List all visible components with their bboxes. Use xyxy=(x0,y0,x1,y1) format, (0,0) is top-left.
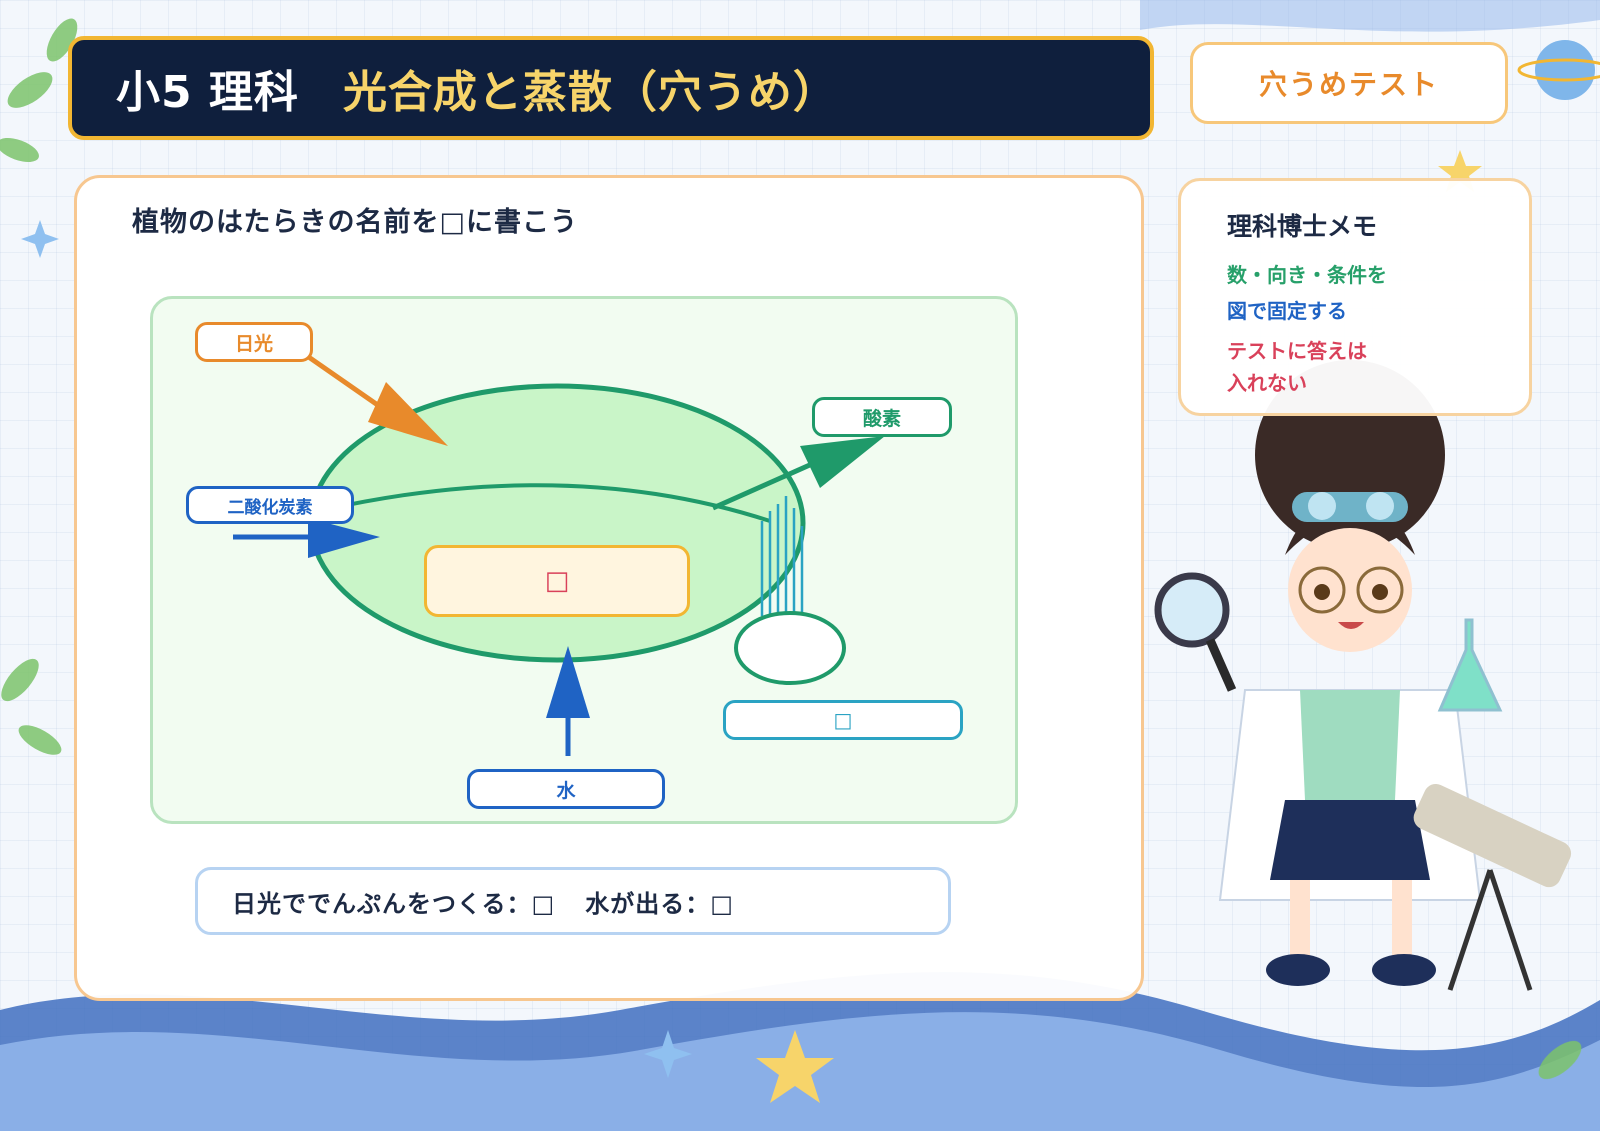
transpiration-streaks xyxy=(760,496,804,616)
sunlight-arrow xyxy=(298,348,448,446)
memo-card: 理科博士メモ 数・向き・条件を 図で固定する テストに答えは 入れない xyxy=(1178,178,1532,416)
scientist-character xyxy=(1154,360,1503,986)
blank-photosynthesis[interactable]: □ xyxy=(424,545,690,617)
top-wave xyxy=(1140,0,1600,32)
memo-line-1: 数・向き・条件を xyxy=(1227,263,1387,287)
label-oxygen: 酸素 xyxy=(812,397,952,437)
stomata-circle xyxy=(734,611,846,685)
label-water: 水 xyxy=(467,769,665,809)
memo-title: 理科博士メモ xyxy=(1227,212,1378,241)
leaf-shape xyxy=(308,383,806,663)
title-topic: 光合成と蒸散（穴うめ） xyxy=(342,67,838,118)
sparkle-icon xyxy=(21,220,692,1078)
answer-photosynthesis[interactable]: 日光ででんぷんをつくる：□ xyxy=(232,889,556,918)
title-bar: 小5 理科 光合成と蒸散（穴うめ） xyxy=(68,36,1154,140)
leaf-icon xyxy=(0,18,1582,1080)
answer-transpiration[interactable]: 水が出る：□ xyxy=(585,889,734,918)
memo-line-4: 入れない xyxy=(1227,371,1307,395)
star-icon xyxy=(756,150,1482,1103)
test-badge: 穴うめテスト xyxy=(1190,42,1508,124)
label-carbon-dioxide: 二酸化炭素 xyxy=(186,486,354,524)
water-arrow xyxy=(546,646,590,756)
memo-line-2: 図で固定する xyxy=(1227,299,1347,323)
answer-box: 日光ででんぷんをつくる：□ 水が出る：□ xyxy=(195,867,951,935)
telescope-icon xyxy=(1413,783,1572,991)
memo-line-3: テストに答えは xyxy=(1227,339,1367,363)
planet-icon xyxy=(1517,40,1600,100)
title-subject: 小5 理科 xyxy=(116,67,299,118)
carbon-dioxide-arrow xyxy=(233,518,380,558)
label-sunlight: 日光 xyxy=(195,322,313,362)
blank-transpiration[interactable]: □ xyxy=(723,700,963,740)
oxygen-arrow xyxy=(711,436,885,511)
instruction-text: 植物のはたらきの名前を□に書こう xyxy=(132,207,578,238)
